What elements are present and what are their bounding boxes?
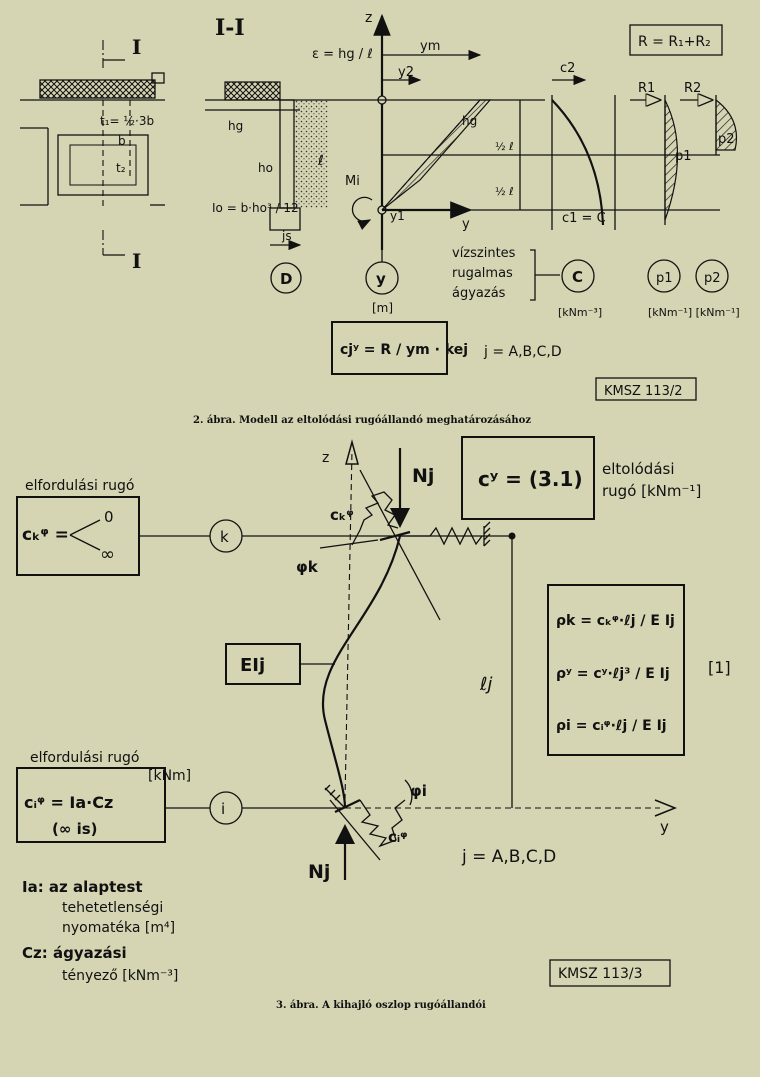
text-vizszintes: vízszintes: [452, 246, 516, 261]
r1-label: R1: [638, 81, 655, 96]
ref-2: KMSZ 113/2: [604, 384, 683, 399]
nj-bottom: Nj: [308, 861, 330, 883]
ci-box: [16, 767, 166, 843]
caption-2: 2. ábra. Modell az eltolódási rugóálland…: [193, 415, 531, 426]
c2-label: c2: [560, 61, 575, 76]
eij-label: EIj: [240, 655, 265, 676]
c1-label: c1 = C: [562, 211, 606, 226]
rho-k: ρk = cₖᵠ·ℓj / E Ij: [556, 613, 675, 629]
y2-label: y2: [398, 65, 414, 80]
cz-def-1: Cz: ágyazási: [22, 944, 127, 962]
figure-2: I I t₁= ½·3b b t₂ I-I: [20, 10, 740, 426]
l-left: ℓ: [317, 153, 324, 169]
text-rugalmas: rugalmas: [452, 266, 513, 281]
js-label: js: [281, 229, 292, 243]
caption-3: 3. ábra. A kihajló oszlop rugóállandói: [276, 1000, 486, 1011]
text-agyazas: ágyazás: [452, 286, 506, 301]
ia-def-3: nyomatéka [m⁴]: [62, 920, 175, 936]
section-title: I-I: [215, 15, 245, 41]
circle-C: C: [572, 268, 583, 286]
label-shift-1: eltolódási: [602, 460, 675, 478]
ci-spring-label: cᵢᵠ: [388, 828, 408, 846]
ia-def-1: Ia: az alaptest: [22, 878, 143, 896]
nj-top: Nj: [412, 465, 434, 487]
ck-zero: 0: [104, 508, 114, 526]
circle-p2: p2: [704, 271, 721, 286]
ref1: [1]: [708, 658, 731, 677]
cy-box-label: cʸ = (3.1): [478, 467, 583, 491]
ck-inf: ∞: [100, 544, 115, 565]
circle-D: D: [280, 270, 292, 288]
node-i: i: [221, 800, 225, 818]
buckled-column: [321, 535, 402, 809]
r-box: [629, 24, 723, 56]
cross-section: I I t₁= ½·3b b t₂: [20, 35, 165, 273]
circle-p1: p1: [656, 271, 673, 286]
p1-label: p1: [675, 149, 692, 164]
phi-i: φi: [410, 782, 427, 800]
unit-p: [kNm⁻¹] [kNm⁻¹]: [648, 306, 740, 319]
ref-box-3: [549, 959, 671, 987]
label-rot-bottom: elfordulási rugó: [30, 750, 139, 766]
formula-c: cjʸ = R / ym · kej: [340, 342, 468, 358]
t1-label: t₁= ½·3b: [100, 114, 154, 128]
ck-spring: [351, 491, 399, 546]
b-label: b: [118, 134, 126, 148]
formula-box: [331, 321, 448, 375]
ci-box-2: (∞ is): [52, 820, 98, 838]
hg-left: hg: [228, 119, 243, 133]
label-shift-2: rugó [kNm⁻¹]: [602, 482, 701, 500]
phi-k: φk: [296, 558, 319, 576]
rho-y: ρʸ = cʸ·ℓj³ / E Ij: [556, 666, 670, 682]
r2-label: R2: [684, 81, 701, 96]
j-list-2: j = A,B,C,D: [483, 344, 562, 360]
node-k: k: [220, 528, 229, 546]
footing: [269, 207, 301, 231]
cy-spring: [400, 526, 483, 546]
y-axis-3: y: [660, 818, 669, 836]
cz-def-2: tényező [kNm⁻³]: [62, 968, 178, 984]
ho-label: ho: [258, 161, 273, 175]
section-mark-bottom: I: [132, 249, 141, 273]
t2-label: t₂: [116, 161, 126, 175]
rho-box: [547, 584, 685, 756]
ym-label: ym: [420, 39, 440, 54]
r-eq: R = R₁+R₂: [638, 34, 711, 50]
figure-3: elfordulási rugó cₖᵠ = 0 ∞ k i z y Nj: [16, 436, 731, 1011]
unit-kNm: [kNm]: [148, 768, 191, 784]
j-list-3: j = A,B,C,D: [461, 847, 556, 867]
p1-hatch: [664, 99, 679, 221]
hg-right: hg: [462, 114, 477, 128]
half2-label: ½ ℓ: [495, 185, 514, 198]
z-axis-3: z: [322, 450, 329, 466]
deck-hatch: [224, 81, 281, 101]
ci-spring: [359, 799, 406, 848]
unit-C: [kNm⁻³]: [558, 306, 602, 319]
epsilon-label: ε = hg / ℓ: [312, 47, 373, 62]
section-mark-top: I: [132, 35, 141, 59]
label-rot-top: elfordulási rugó: [25, 478, 134, 494]
half1-label: ½ ℓ: [495, 140, 514, 153]
ref-box-2: [595, 377, 697, 401]
mi-label: Mi: [345, 174, 360, 189]
z-axis-2: z: [365, 10, 372, 26]
soil-fill: [294, 100, 328, 208]
y1-label: y1: [390, 209, 405, 223]
y-axis-2: y: [462, 217, 470, 232]
unit-m: [m]: [372, 301, 393, 315]
lj-label: ℓj: [479, 674, 492, 695]
io-label: Io = b·ho³ / 12: [212, 201, 299, 215]
ia-def-2: tehetetlenségi: [62, 900, 163, 916]
ci-box-1: cᵢᵠ = Ia·Cz: [24, 793, 113, 812]
ck-box-label: cₖᵠ =: [22, 525, 69, 545]
ref-3: KMSZ 113/3: [558, 966, 643, 982]
cy-box: [461, 436, 595, 520]
circle-y: y: [376, 270, 386, 288]
p2-label: p2: [718, 132, 735, 147]
rho-i: ρi = cᵢᵠ·ℓj / E Ij: [556, 718, 667, 734]
p2-hatch: [715, 98, 738, 151]
ck-spring-label: cₖᵠ: [330, 506, 354, 524]
